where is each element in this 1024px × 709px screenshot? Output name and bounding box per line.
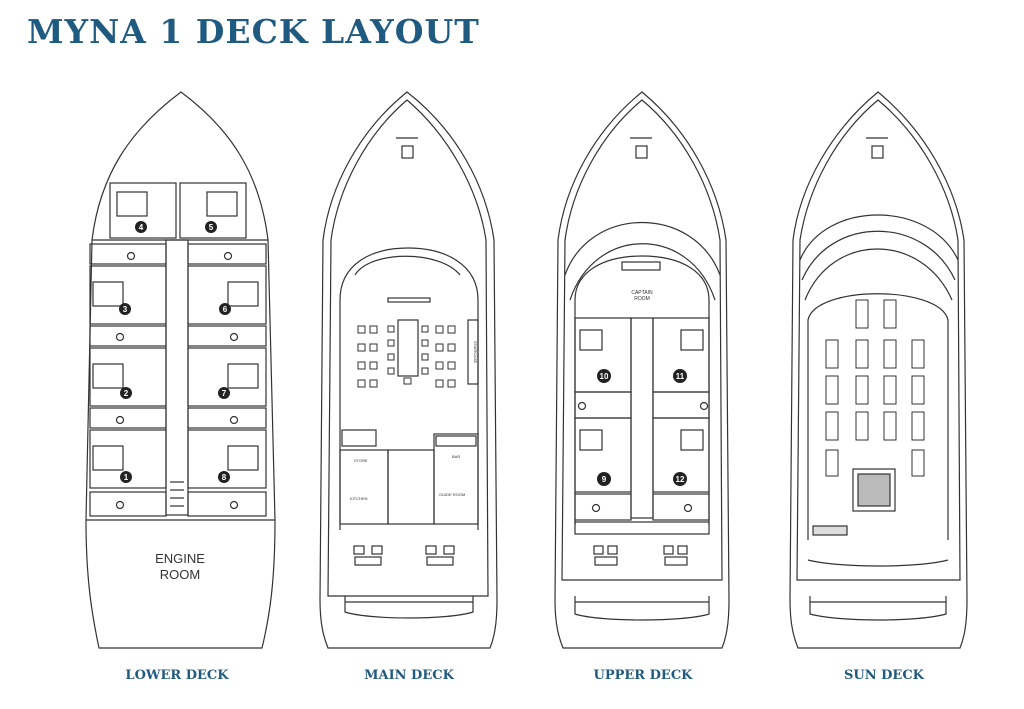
engine-room-label: ENGINE	[155, 551, 205, 566]
cabin-number: 6	[223, 305, 228, 314]
bar-label: BAR	[452, 454, 460, 459]
cabin-marker	[673, 472, 687, 486]
lower-deck-plan: 4 5 3 6 2 7 1 8 ENGINE ROOM	[85, 91, 276, 649]
cabin-marker	[120, 387, 132, 399]
captain-room-label: CAPTAIN	[631, 290, 653, 296]
kitchen-label: KITCHEN	[350, 496, 368, 501]
cabin-marker	[219, 303, 231, 315]
upper-deck-plan: CAPTAIN ROOM 10 11 9 12	[554, 91, 730, 649]
cabin-marker	[205, 221, 217, 233]
cabin-marker	[120, 471, 132, 483]
upper-deck-hull	[554, 91, 730, 649]
page-title: MYNA 1 DECK LAYOUT	[27, 12, 480, 51]
sun-deck-plan	[789, 91, 968, 649]
cabin-marker	[218, 387, 230, 399]
cabin-number: 3	[123, 305, 128, 314]
cabin-number: 7	[222, 389, 227, 398]
cabin-number: 10	[600, 372, 609, 381]
guide-room-label: GUIDE ROOM	[439, 492, 465, 497]
engine-room-label: ROOM	[160, 567, 200, 582]
cabin-number: 9	[602, 475, 607, 484]
main-deck-plan: STAIRCASE STORE KITCHEN BAR GUIDE ROOM	[319, 91, 498, 649]
deck-label-main: MAIN DECK	[364, 668, 454, 683]
deck-label-sun: SUN DECK	[844, 668, 924, 683]
staircase-label: STAIRCASE	[473, 341, 478, 364]
cabin-number: 11	[676, 372, 685, 381]
lower-corridor	[165, 239, 189, 516]
cabin-marker	[218, 471, 230, 483]
cabin-marker	[135, 221, 147, 233]
cabin-number: 5	[209, 223, 214, 232]
store-label: STORE	[354, 458, 368, 463]
sun-deck-hull	[789, 91, 968, 649]
cabin-marker	[597, 472, 611, 486]
deck-label-lower: LOWER DECK	[125, 668, 229, 683]
deck-label-upper: UPPER DECK	[593, 668, 693, 683]
lower-deck-hull	[85, 91, 276, 649]
cabin-marker	[673, 369, 687, 383]
cabin-number: 8	[222, 473, 227, 482]
cabin-number: 12	[676, 475, 685, 484]
captain-room-label: ROOM	[634, 296, 650, 302]
main-deck-hull	[319, 91, 498, 649]
cabin-number: 4	[139, 223, 144, 232]
cabin-marker	[119, 303, 131, 315]
cabin-number: 1	[124, 473, 129, 482]
cabin-number: 2	[124, 389, 129, 398]
cabin-marker	[597, 369, 611, 383]
